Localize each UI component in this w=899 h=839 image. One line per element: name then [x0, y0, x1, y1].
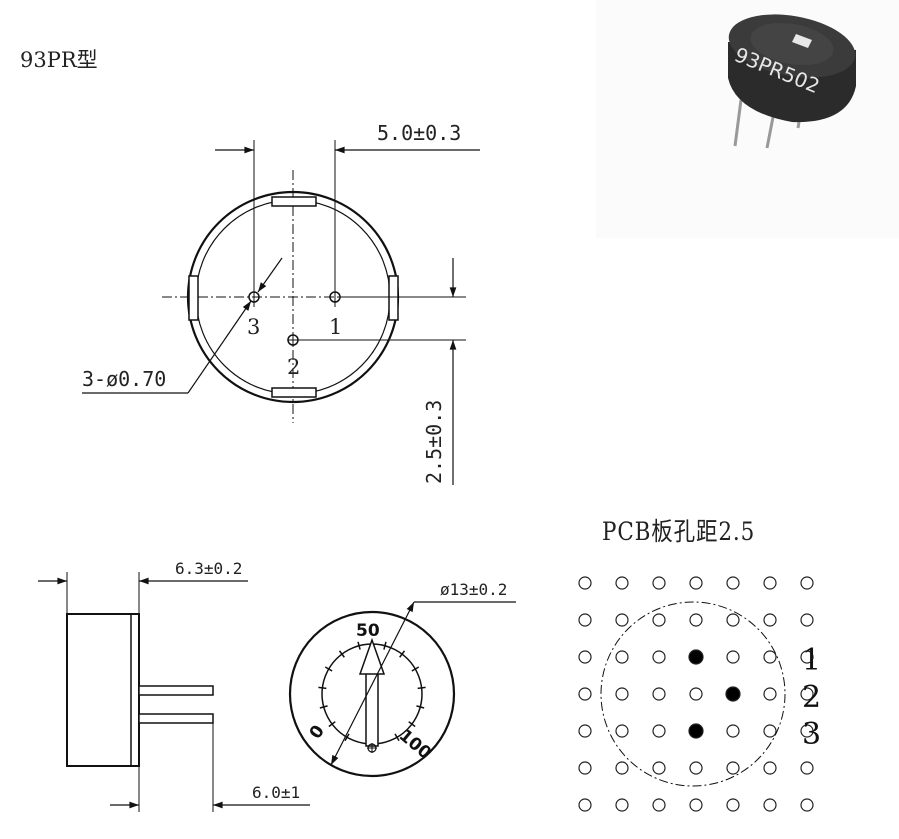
pcb-grid-hole: [763, 687, 777, 701]
pcb-grid-hole: [652, 613, 666, 627]
dim-diameter: ø13±0.2: [440, 580, 507, 599]
pcb-grid-hole: [652, 650, 666, 664]
pcb-grid-hole: [615, 576, 629, 590]
pcb-grid-hole: [726, 613, 740, 627]
dial-label-100: 100: [395, 726, 435, 764]
pcb-grid-hole: [615, 761, 629, 775]
pcb-grid-hole: [800, 724, 814, 738]
pcb-grid-hole: [578, 576, 592, 590]
dial-label-50: 50: [356, 621, 380, 641]
pcb-grid-hole: [800, 650, 814, 664]
top-pin-3-label: 3: [247, 315, 260, 339]
pcb-grid-hole: [726, 576, 740, 590]
pcb-grid-hole: [689, 798, 703, 812]
pcb-grid-hole: [689, 761, 703, 775]
pcb-grid-hole: [615, 613, 629, 627]
pcb-pin-3-label: 3: [802, 717, 821, 752]
dim-pin-pitch: 5.0±0.3: [377, 121, 461, 145]
pcb-grid-hole: [615, 650, 629, 664]
product-photo: 93PR502: [728, 14, 856, 149]
pcb-grid-hole: [726, 650, 740, 664]
dim-holes: 3-ø0.70: [82, 367, 166, 391]
front-view: [288, 601, 516, 778]
pcb-grid-hole: [615, 724, 629, 738]
dim-body-height: 6.3±0.2: [175, 559, 242, 578]
pcb-grid-hole: [800, 798, 814, 812]
pcb-grid-hole: [652, 761, 666, 775]
pcb-grid-hole: [800, 613, 814, 627]
pcb-grid-hole: [726, 761, 740, 775]
pcb-title: PCB板孔距2.5: [602, 517, 756, 546]
pcb-grid-hole: [763, 613, 777, 627]
pcb-grid-hole: [689, 687, 703, 701]
pcb-grid-hole: [800, 687, 814, 701]
pcb-grid-hole: [763, 650, 777, 664]
pcb-grid-hole: [800, 576, 814, 590]
pcb-grid-hole: [689, 576, 703, 590]
pcb-grid-hole: [578, 687, 592, 701]
pcb-grid-hole: [726, 724, 740, 738]
side-view: [38, 572, 310, 812]
pcb-pin-1-label: 1: [802, 643, 821, 678]
top-pin-1-label: 1: [329, 315, 342, 339]
pcb-grid-hole: [763, 576, 777, 590]
pcb-grid-hole: [800, 761, 814, 775]
pcb-grid-hole: [578, 724, 592, 738]
pcb-grid-hole: [726, 798, 740, 812]
pcb-grid-hole: [578, 650, 592, 664]
pcb-footprint-outline: [600, 601, 786, 787]
pcb-grid-hole: [652, 798, 666, 812]
pcb-pin-hole: [688, 723, 704, 739]
pcb-grid-hole: [615, 798, 629, 812]
dim-vertical-offset: 2.5±0.3: [422, 400, 446, 484]
pcb-grid-hole: [615, 687, 629, 701]
pcb-grid-hole: [763, 798, 777, 812]
top-pin-2-label: 2: [287, 355, 300, 379]
pcb-grid-hole: [763, 761, 777, 775]
pcb-pin-hole: [725, 686, 741, 702]
pcb-grid-hole: [652, 687, 666, 701]
pcb-grid-hole: [652, 724, 666, 738]
pcb-grid-hole: [578, 761, 592, 775]
pcb-grid-hole: [652, 576, 666, 590]
dial-label-0: 0: [306, 722, 329, 743]
pcb-grid-hole: [689, 613, 703, 627]
pcb-grid-hole: [578, 798, 592, 812]
pcb-hole-grid: [578, 576, 814, 812]
dim-pin-length: 6.0±1: [252, 783, 300, 802]
pcb-pin-2-label: 2: [802, 680, 821, 715]
top-view: [82, 140, 480, 485]
pcb-pin-hole: [688, 649, 704, 665]
pcb-grid-hole: [578, 613, 592, 627]
drawing-title: 93PR型: [20, 48, 98, 72]
pcb-grid-hole: [763, 724, 777, 738]
